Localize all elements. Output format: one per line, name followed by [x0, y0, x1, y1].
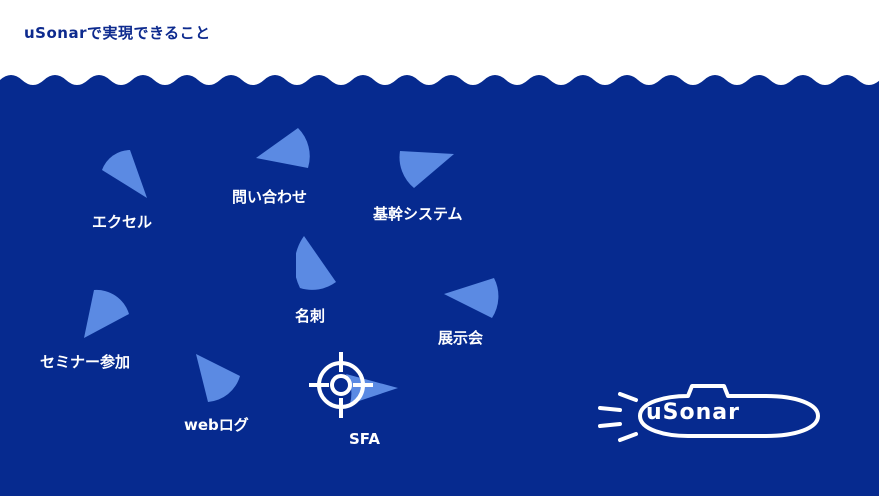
slide-title: uSonarで実現できること — [24, 24, 211, 42]
label-sfa: SFA — [349, 430, 380, 448]
fan-fish-icon — [256, 128, 310, 168]
fan-fish-icon — [399, 151, 454, 188]
submarine-logo-icon — [598, 384, 820, 442]
label-core-system: 基幹システム — [373, 205, 463, 223]
label-excel: エクセル — [92, 213, 153, 231]
fan-fish-icon — [444, 278, 499, 318]
fan-fish-icon — [296, 236, 336, 290]
fan-fish-icon — [102, 150, 147, 198]
crosshair-target-icon — [309, 352, 373, 418]
label-web-log: webログ — [184, 416, 249, 434]
fan-fish-icon — [84, 289, 129, 338]
label-seminar: セミナー参加 — [40, 353, 131, 371]
label-exhibition: 展示会 — [438, 329, 484, 347]
fan-fish-icon — [196, 354, 240, 402]
label-business-card: 名刺 — [295, 307, 326, 325]
label-inquiry: 問い合わせ — [232, 188, 308, 206]
logo-text: uSonar — [646, 400, 740, 425]
